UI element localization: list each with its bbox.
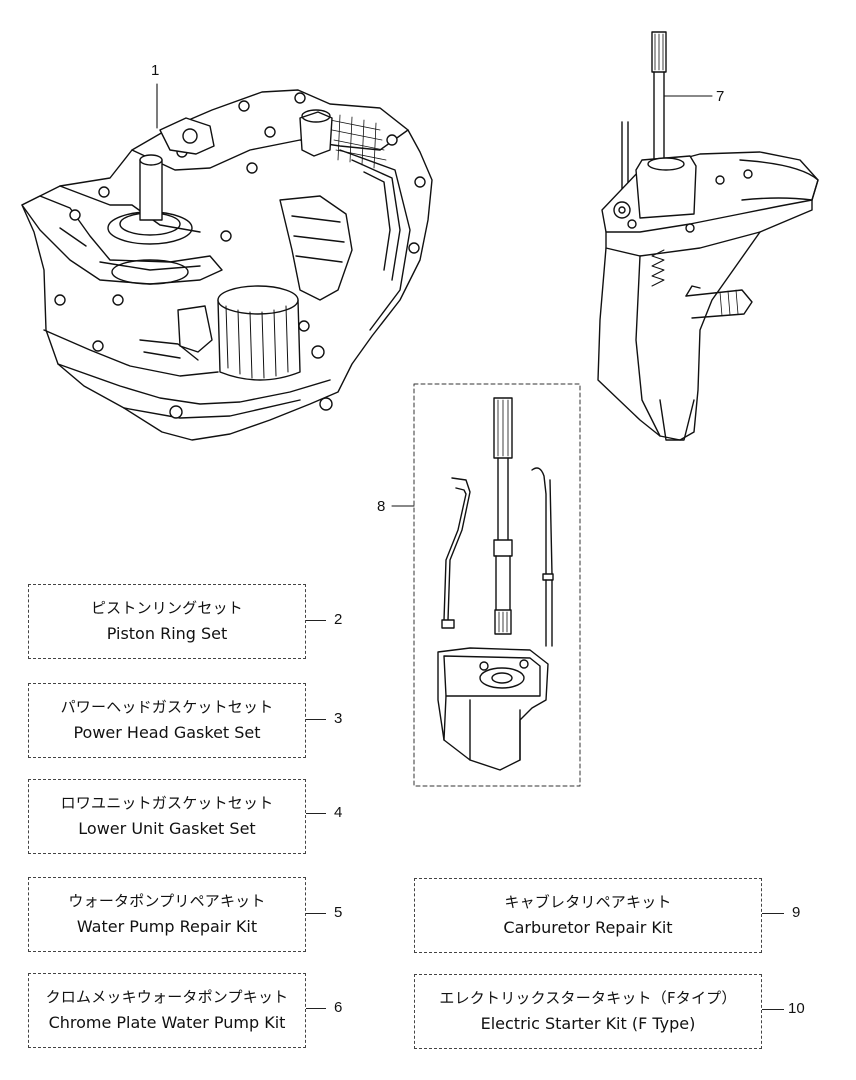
leader-6 [306, 1008, 326, 1009]
callout-10: 10 [788, 1000, 805, 1017]
callout-4: 4 [334, 804, 343, 821]
callout-3: 3 [334, 710, 343, 727]
kit-box-chrome-plate-water-pump-kit: クロムメッキウォータポンプキット Chrome Plate Water Pump… [28, 973, 306, 1048]
kit-8-parts-illustration [437, 397, 554, 771]
kit-name-en: Lower Unit Gasket Set [78, 818, 256, 838]
callout-5: 5 [334, 904, 343, 921]
callout-9: 9 [792, 904, 801, 921]
callout-6: 6 [334, 999, 343, 1016]
leader-lines [156, 83, 713, 507]
kit-name-jp: ウォータポンプリペアキット [68, 891, 266, 910]
kit-box-carburetor-repair-kit: キャブレタリペアキット Carburetor Repair Kit [414, 878, 762, 953]
kit-name-jp: パワーヘッドガスケットセット [60, 697, 274, 716]
leader-5 [306, 913, 326, 914]
leader-4 [306, 813, 326, 814]
kit-box-water-pump-repair-kit: ウォータポンプリペアキット Water Pump Repair Kit [28, 877, 306, 952]
kit-name-jp: ロワユニットガスケットセット [60, 793, 274, 812]
leader-2 [306, 620, 326, 621]
kit-box-electric-starter-kit: エレクトリックスタータキット（Fタイプ） Electric Starter Ki… [414, 974, 762, 1049]
callout-7: 7 [716, 88, 725, 105]
kit-name-en: Chrome Plate Water Pump Kit [48, 1012, 286, 1032]
kit-name-en: Power Head Gasket Set [73, 722, 261, 742]
power-head-illustration [21, 89, 433, 441]
kit-name-en: Carburetor Repair Kit [503, 917, 673, 937]
callout-1: 1 [151, 62, 160, 79]
kit-name-jp: エレクトリックスタータキット（Fタイプ） [439, 988, 737, 1007]
callout-2: 2 [334, 611, 343, 628]
kit-name-jp: ピストンリングセット [90, 598, 243, 617]
kit-8-frame [413, 383, 581, 787]
kit-name-en: Water Pump Repair Kit [76, 916, 258, 936]
lower-unit-illustration [597, 31, 819, 441]
kit-box-power-head-gasket-set: パワーヘッドガスケットセット Power Head Gasket Set [28, 683, 306, 758]
kit-box-piston-ring-set: ピストンリングセット Piston Ring Set [28, 584, 306, 659]
kit-name-jp: クロムメッキウォータポンプキット [45, 987, 289, 1006]
callout-8: 8 [377, 498, 386, 515]
leader-3 [306, 719, 326, 720]
kit-name-jp: キャブレタリペアキット [504, 892, 672, 911]
kit-name-en: Piston Ring Set [106, 623, 228, 643]
kit-box-lower-unit-gasket-set: ロワユニットガスケットセット Lower Unit Gasket Set [28, 779, 306, 854]
leader-9 [762, 913, 784, 914]
kit-name-en: Electric Starter Kit (F Type) [480, 1013, 696, 1033]
leader-10 [762, 1009, 784, 1010]
